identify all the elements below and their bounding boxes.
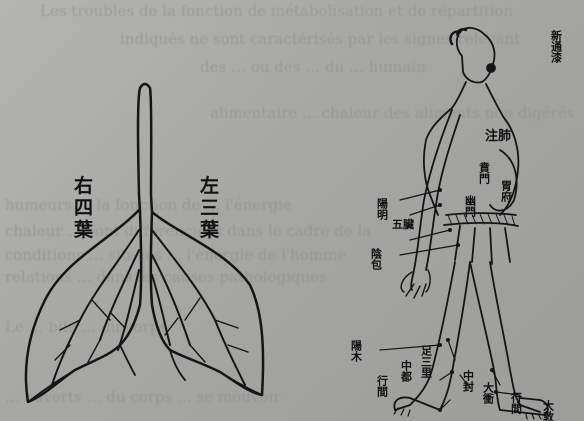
title-column-text: 新通漆 — [550, 29, 563, 64]
point-m-label: 大敦 — [542, 399, 555, 421]
stomach-label: 胃府 — [500, 180, 513, 203]
right-lobes-char-1: 右 — [73, 174, 93, 197]
point-j-label: 中封 — [462, 369, 475, 393]
head — [457, 28, 495, 83]
point-d-label: 五臟 — [392, 217, 414, 231]
right-lobes-char-3: 葉 — [73, 219, 94, 241]
lung-diagram — [26, 84, 263, 402]
trachea — [138, 84, 152, 212]
left-lobes-char-3: 葉 — [199, 219, 220, 241]
point-b-label: 幽門 — [464, 194, 477, 218]
left-lobes-char-2: 三 — [200, 197, 219, 219]
left-lobes-char-1: 左 — [200, 174, 219, 197]
point-f-label: 陽木 — [350, 339, 364, 363]
right-leg — [470, 262, 540, 412]
left-hand — [401, 270, 430, 298]
point-h-label: 中都 — [400, 359, 414, 383]
point-i-label: 足三里 — [420, 345, 433, 379]
lung-label: 注肺 — [485, 128, 511, 144]
figure-annotations: 新通漆 注肺 胃府 賁門 幽門 陽明 五臟 陰包 陽木 行間 中都 足三里 中封… — [350, 29, 563, 421]
left-lobes-label-vertical: 左 三 葉 — [199, 174, 220, 241]
right-lobes-label-vertical: 右 四 葉 — [73, 174, 94, 241]
loincloth — [444, 213, 518, 264]
point-g-label: 行間 — [376, 374, 390, 398]
point-k-label: 大衝 — [482, 381, 496, 405]
point-a-label: 賁門 — [478, 161, 491, 185]
point-c-label: 陽明 — [376, 197, 389, 221]
point-e-label: 陰包 — [370, 247, 384, 271]
topknot — [450, 29, 466, 44]
left-leg — [395, 262, 470, 410]
left-arm — [411, 110, 460, 290]
mouth — [487, 64, 495, 72]
point-l-label: 行間 — [510, 391, 524, 415]
right-lobes-char-2: 四 — [74, 197, 93, 219]
